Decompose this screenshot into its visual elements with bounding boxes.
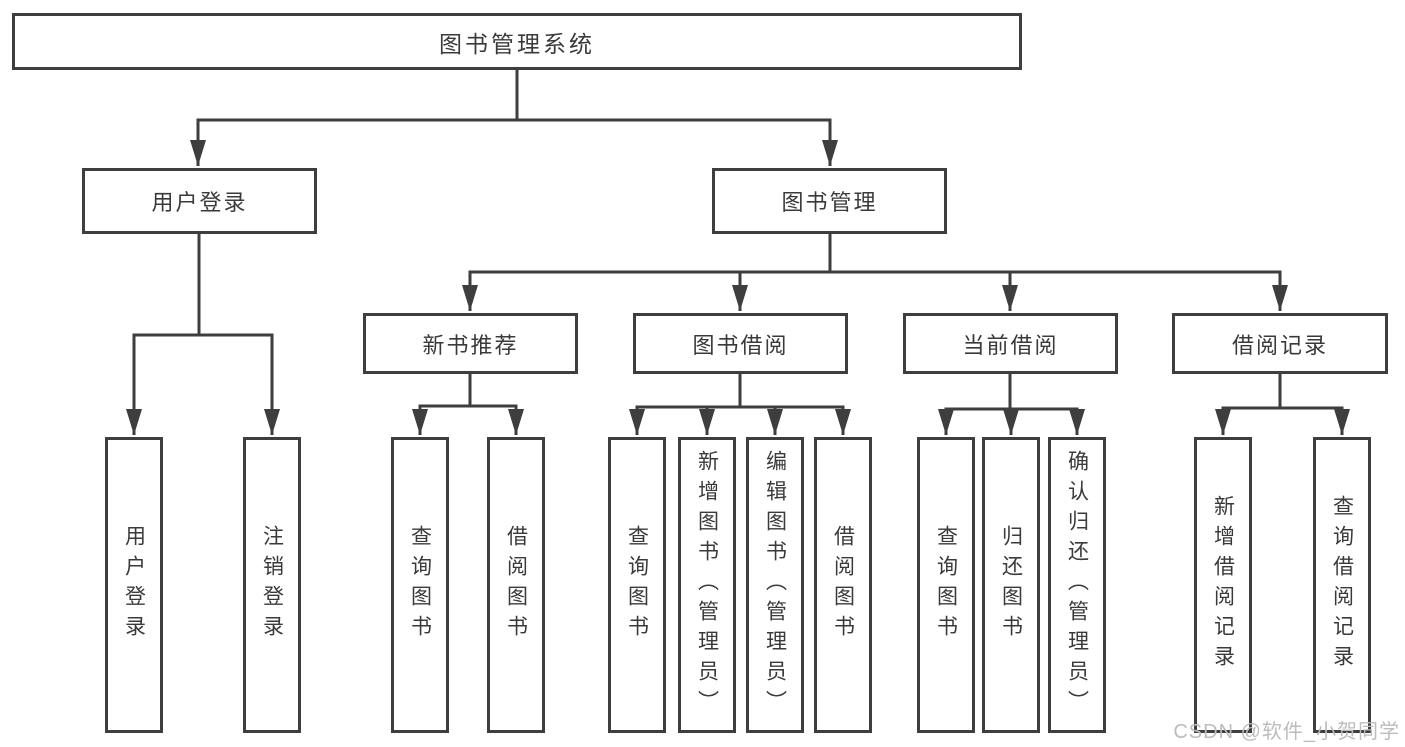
node-label: 查询图书: [934, 525, 958, 645]
connector-borrow-records-children: [1215, 374, 1350, 435]
connector-book-mgmt-children: [462, 233, 1288, 311]
node-label: 确认归还（管理员）: [1065, 450, 1089, 720]
leaf-borrow-books-1: 借阅图书: [487, 437, 545, 733]
node-label: 图书借阅: [692, 332, 789, 358]
node-label: 图书管理: [781, 190, 878, 215]
node-label: 编辑图书（管理员）: [763, 450, 787, 720]
connector-book-borrow-children: [629, 374, 851, 435]
node-label: 新书推荐: [422, 332, 519, 358]
node-label: 注销登录: [260, 525, 284, 645]
connector-new-book-children: [412, 374, 524, 435]
leaf-query-books-1: 查询图书: [391, 437, 449, 733]
node-borrowing-records: 借阅记录: [1172, 313, 1388, 374]
node-library-management-system: 图书管理系统: [12, 13, 1022, 70]
node-book-borrowing: 图书借阅: [633, 313, 848, 374]
node-label: 查询图书: [408, 525, 432, 645]
node-label: 新增图书（管理员）: [695, 450, 719, 720]
node-new-book-recommend: 新书推荐: [363, 313, 578, 374]
node-label: 查询图书: [625, 525, 649, 645]
leaf-query-borrow-record: 查询借阅记录: [1313, 437, 1371, 733]
node-label: 查询借阅记录: [1330, 495, 1354, 675]
connector-current-borrow-children: [938, 374, 1085, 435]
node-current-borrowing: 当前借阅: [903, 313, 1118, 374]
connector-root-to-level1: [190, 70, 838, 166]
leaf-user-login: 用户登录: [105, 437, 163, 733]
node-label: 图书管理系统: [439, 30, 595, 57]
leaf-add-books-admin: 新增图书（管理员）: [678, 437, 736, 733]
leaf-logout: 注销登录: [243, 437, 301, 733]
leaf-borrow-books-2: 借阅图书: [814, 437, 872, 733]
node-label: 当前借阅: [962, 332, 1059, 358]
connector-user-login-children: [126, 233, 280, 435]
node-user-login: 用户登录: [82, 168, 317, 234]
node-label: 新增借阅记录: [1211, 495, 1235, 675]
leaf-add-borrow-record: 新增借阅记录: [1194, 437, 1252, 733]
node-label: 归还图书: [999, 525, 1023, 645]
node-book-management: 图书管理: [712, 168, 947, 234]
node-label: 借阅图书: [831, 525, 855, 645]
leaf-query-books-3: 查询图书: [917, 437, 975, 733]
leaf-edit-books-admin: 编辑图书（管理员）: [746, 437, 804, 733]
leaf-confirm-return-admin: 确认归还（管理员）: [1048, 437, 1106, 733]
node-label: 借阅记录: [1231, 332, 1328, 358]
leaf-query-books-2: 查询图书: [608, 437, 666, 733]
node-label: 用户登录: [151, 190, 248, 215]
node-label: 借阅图书: [504, 525, 528, 645]
leaf-return-books: 归还图书: [982, 437, 1040, 733]
node-label: 用户登录: [122, 525, 146, 645]
